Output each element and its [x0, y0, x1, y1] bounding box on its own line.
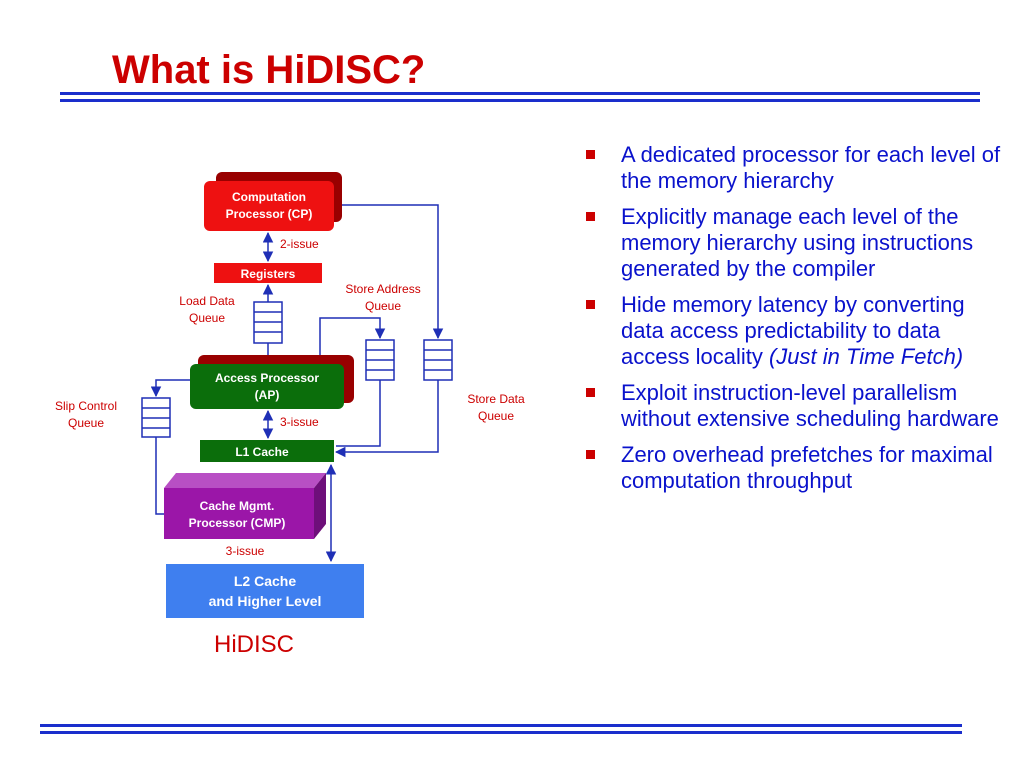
bullet-text: Exploit instruction-level parallelism wi…: [621, 380, 999, 431]
store-data-queue: [423, 339, 453, 381]
slip-control-queue: [141, 397, 171, 438]
footer-rule-top: [40, 724, 962, 727]
bullet-item: Explicitly manage each level of the memo…: [586, 204, 1006, 282]
computation-processor: Computation Processor (CP): [204, 172, 342, 231]
ap-to-store-address-queue-arrow: [319, 317, 386, 362]
store-address-queue-label-line2: Queue: [365, 299, 401, 313]
ap-to-slip-queue-arrow: [150, 379, 190, 398]
bullet-item: Exploit instruction-level parallelism wi…: [586, 380, 1006, 432]
load-data-queue: [253, 301, 283, 344]
bullet-marker: [586, 150, 595, 159]
cmp-issue-label: 3-issue: [226, 544, 265, 558]
bullet-marker: [586, 300, 595, 309]
bullet-item: Hide memory latency by converting data a…: [586, 292, 1006, 370]
cp-label-line1: Computation: [232, 190, 306, 204]
store-address-queue-to-l1-arrow: [336, 380, 381, 447]
title-rule-top: [60, 92, 980, 95]
bullet-text: Zero overhead prefetches for maximal com…: [621, 442, 993, 493]
bullet-italic-text: (Just in Time Fetch): [768, 344, 964, 369]
store-address-queue-label-line1: Store Address: [345, 282, 420, 296]
store-address-queue: [365, 339, 395, 381]
store-data-queue-label-line2: Queue: [478, 409, 514, 423]
title-rule-bottom: [60, 99, 980, 102]
registers-block: [214, 263, 322, 283]
ap-issue-label: 3-issue: [280, 415, 319, 429]
cp-to-store-data-queue-arrow: [342, 204, 444, 340]
l1-cache-label: L1 Cache: [235, 445, 289, 459]
bullet-marker: [586, 450, 595, 459]
l1-cache-block: [200, 440, 334, 462]
connectors: [150, 204, 444, 563]
load-queue-label-line2: Queue: [189, 311, 225, 325]
bullet-text: A dedicated processor for each level of …: [621, 142, 1001, 193]
ap-label-line2: (AP): [255, 388, 280, 402]
load-queue-label-line1: Load Data: [179, 294, 235, 308]
bullet-item: Zero overhead prefetches for maximal com…: [586, 442, 1006, 494]
bullet-text: Hide memory latency by converting data a…: [621, 292, 965, 369]
registers-label: Registers: [241, 267, 296, 281]
cmp-label-line1: Cache Mgmt.: [200, 499, 275, 513]
l2-cache-block: [166, 564, 364, 618]
footer-rule-bottom: [40, 731, 962, 734]
ap-label-line1: Access Processor: [215, 371, 319, 385]
bullet-list: A dedicated processor for each level of …: [586, 142, 1006, 504]
slip-queue-to-cmp-line: [155, 437, 164, 515]
l2-cache-label-line2: and Higher Level: [209, 593, 322, 609]
l2-cache-label-line1: L2 Cache: [234, 573, 296, 589]
slip-queue-label-line2: Queue: [68, 416, 104, 430]
bullet-marker: [586, 388, 595, 397]
cp-issue-label: 2-issue: [280, 237, 319, 251]
diagram-caption: HiDISC: [214, 631, 294, 658]
store-data-queue-label-line1: Store Data: [467, 392, 525, 406]
cmp-label-line2: Processor (CMP): [189, 516, 286, 530]
cache-mgmt-processor: Cache Mgmt. Processor (CMP): [164, 473, 326, 539]
bullet-text: Explicitly manage each level of the memo…: [621, 204, 974, 281]
slip-queue-label-line1: Slip Control: [55, 399, 117, 413]
cp-label-line2: Processor (CP): [226, 207, 313, 221]
access-processor: Access Processor (AP): [190, 355, 354, 409]
slide-title: What is HiDISC?: [112, 48, 426, 92]
store-data-queue-to-l1-arrow: [334, 380, 439, 458]
bullet-marker: [586, 212, 595, 221]
bullet-item: A dedicated processor for each level of …: [586, 142, 1006, 194]
